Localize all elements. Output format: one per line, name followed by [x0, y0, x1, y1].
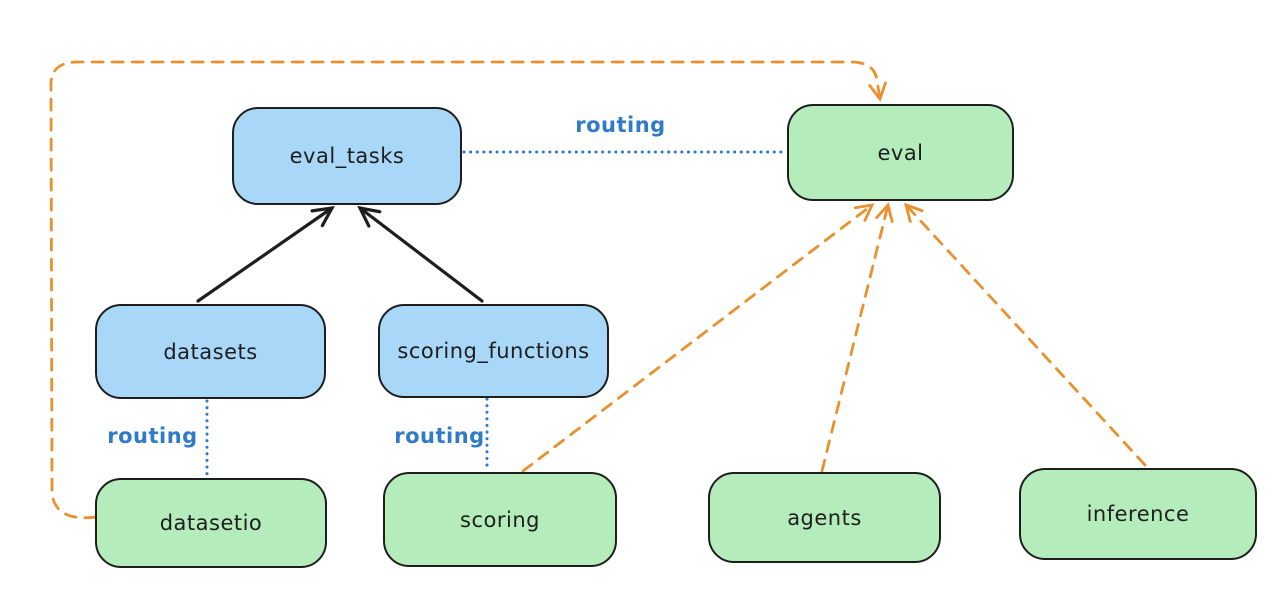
node-agents-label: agents [787, 505, 862, 530]
edge-inference-to-eval [903, 202, 1147, 467]
edge-scoring-to-eval [521, 203, 875, 473]
node-scoring-label: scoring [460, 507, 540, 532]
node-datasetio: datasetio [95, 478, 327, 568]
node-scoring_functions: scoring_functions [378, 304, 609, 398]
edge-scoring_functions-to-eval_tasks [357, 205, 484, 303]
node-eval_tasks-label: eval_tasks [289, 144, 405, 168]
node-scoring: scoring [383, 472, 617, 567]
edge-label-routing-datasets-datasetio: routing [107, 424, 198, 448]
edge-agents-to-eval [820, 202, 894, 473]
node-inference-label: inference [1086, 502, 1190, 526]
edge-datasetio-to-eval [49, 60, 887, 520]
node-datasetio-label: datasetio [159, 511, 263, 535]
edge-label-routing-scoring_functions-scoring: routing [394, 424, 485, 448]
node-eval_tasks: eval_tasks [232, 107, 462, 205]
node-datasets-label: datasets [163, 339, 258, 364]
node-eval: eval [787, 104, 1014, 201]
edge-datasets-to-eval_tasks [196, 205, 335, 303]
node-agents: agents [708, 472, 941, 563]
node-scoring_functions-label: scoring_functions [397, 339, 590, 363]
node-eval-label: eval [877, 140, 924, 165]
node-datasets: datasets [95, 304, 326, 399]
edge-label-routing-eval_tasks-eval: routing [575, 113, 666, 137]
node-inference: inference [1019, 468, 1257, 560]
